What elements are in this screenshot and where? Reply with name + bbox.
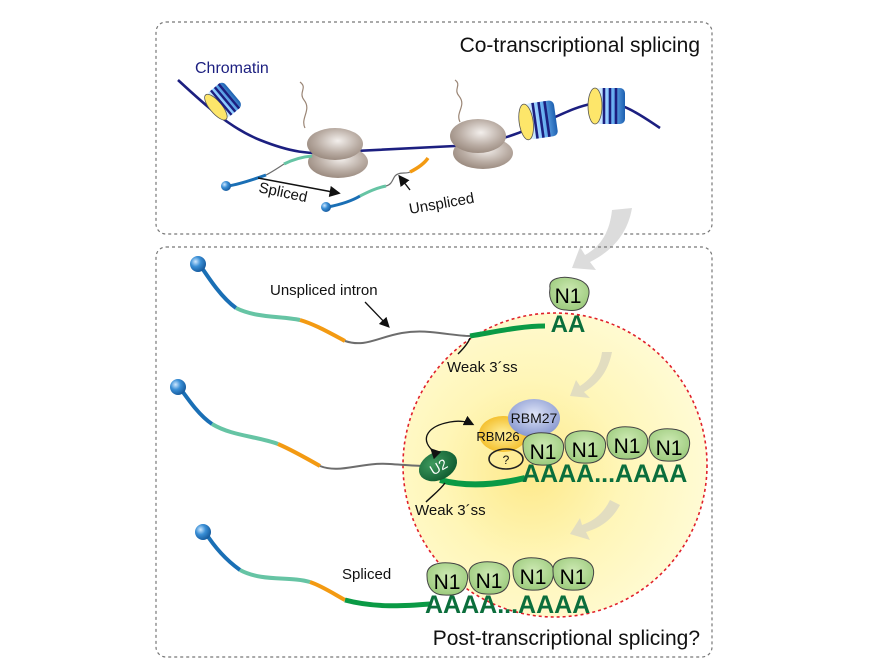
n1-protein: N1	[552, 557, 595, 591]
svg-text:N1: N1	[656, 437, 683, 460]
unspliced-arrow	[398, 174, 411, 191]
svg-text:?: ?	[503, 453, 510, 467]
panel-title: Co-transcriptional splicing	[460, 34, 700, 57]
unspliced-transcript	[321, 157, 430, 212]
transcript-weak-ss	[170, 379, 526, 488]
nucleosome	[587, 87, 625, 125]
transcript-unspliced-intron	[190, 256, 546, 345]
unspliced-intron-label: Unspliced intron	[270, 282, 378, 299]
unknown-factor: ?	[488, 448, 524, 470]
polya-tail: AA	[551, 311, 586, 338]
chromatin-fiber	[177, 79, 661, 155]
svg-text:N1: N1	[614, 435, 641, 458]
weak-ss-label: Weak 3´ss	[415, 502, 486, 519]
nucleosome	[518, 100, 558, 141]
interaction-arrow	[425, 415, 475, 460]
svg-text:RBM26: RBM26	[476, 429, 519, 444]
panel-title: Post-transcriptional splicing?	[433, 627, 700, 650]
n1-cluster: N1 N1 N1 N1	[522, 426, 691, 466]
n1-protein: N1	[564, 430, 607, 464]
weak-ss-label: Weak 3´ss	[447, 359, 518, 376]
spliced-transcript	[221, 154, 313, 191]
chromatin-label: Chromatin	[195, 60, 269, 77]
n1-protein: N1	[648, 428, 691, 462]
transcript-spliced	[195, 524, 431, 609]
n1-protein: N1	[512, 557, 555, 591]
svg-text:N1: N1	[476, 570, 503, 593]
svg-text:N1: N1	[560, 566, 587, 589]
svg-text:U2: U2	[427, 455, 451, 478]
spliced-label: Spliced	[342, 566, 391, 583]
rna-polymerase-ii	[450, 79, 513, 169]
weak-ss-pointer	[425, 482, 446, 503]
transition-arrow	[572, 208, 632, 270]
weak-ss-pointer	[457, 337, 471, 355]
n1-protein: N1	[522, 432, 565, 466]
n1-protein: N1	[549, 276, 590, 311]
rbm27-protein: RBM27	[508, 399, 560, 437]
svg-text:N1: N1	[555, 285, 582, 308]
polya-tail: AAAA...AAAA	[522, 460, 687, 488]
svg-text:N1: N1	[572, 439, 599, 462]
co-transcriptional-panel: Co-transcriptional splicing Chromatin	[155, 21, 713, 235]
nuclear-condensate	[402, 312, 708, 618]
spliced-label: Spliced	[257, 179, 309, 206]
n1-protein: N1	[426, 562, 469, 596]
n1-protein: N1	[606, 426, 649, 460]
svg-text:N1: N1	[434, 571, 461, 594]
rna-polymerase-ii	[299, 81, 368, 178]
svg-text:RBM27: RBM27	[511, 410, 558, 426]
flow-arrow	[570, 500, 620, 540]
intron-arrow	[364, 301, 390, 328]
nucleosome	[204, 82, 241, 121]
polya-tail: AAAA...AAAA	[425, 591, 590, 619]
panel-border	[155, 21, 713, 235]
svg-text:N1: N1	[520, 566, 547, 589]
flow-arrow	[570, 352, 612, 398]
n1-protein: N1	[468, 561, 511, 595]
unspliced-label: Unspliced	[408, 190, 476, 218]
svg-text:N1: N1	[530, 441, 557, 464]
post-transcriptional-panel: Post-transcriptional splicing? Unspliced…	[155, 246, 713, 658]
panel-border	[155, 246, 713, 658]
spliced-arrow	[257, 177, 341, 197]
n1-cluster: N1 N1 N1 N1	[426, 557, 595, 596]
